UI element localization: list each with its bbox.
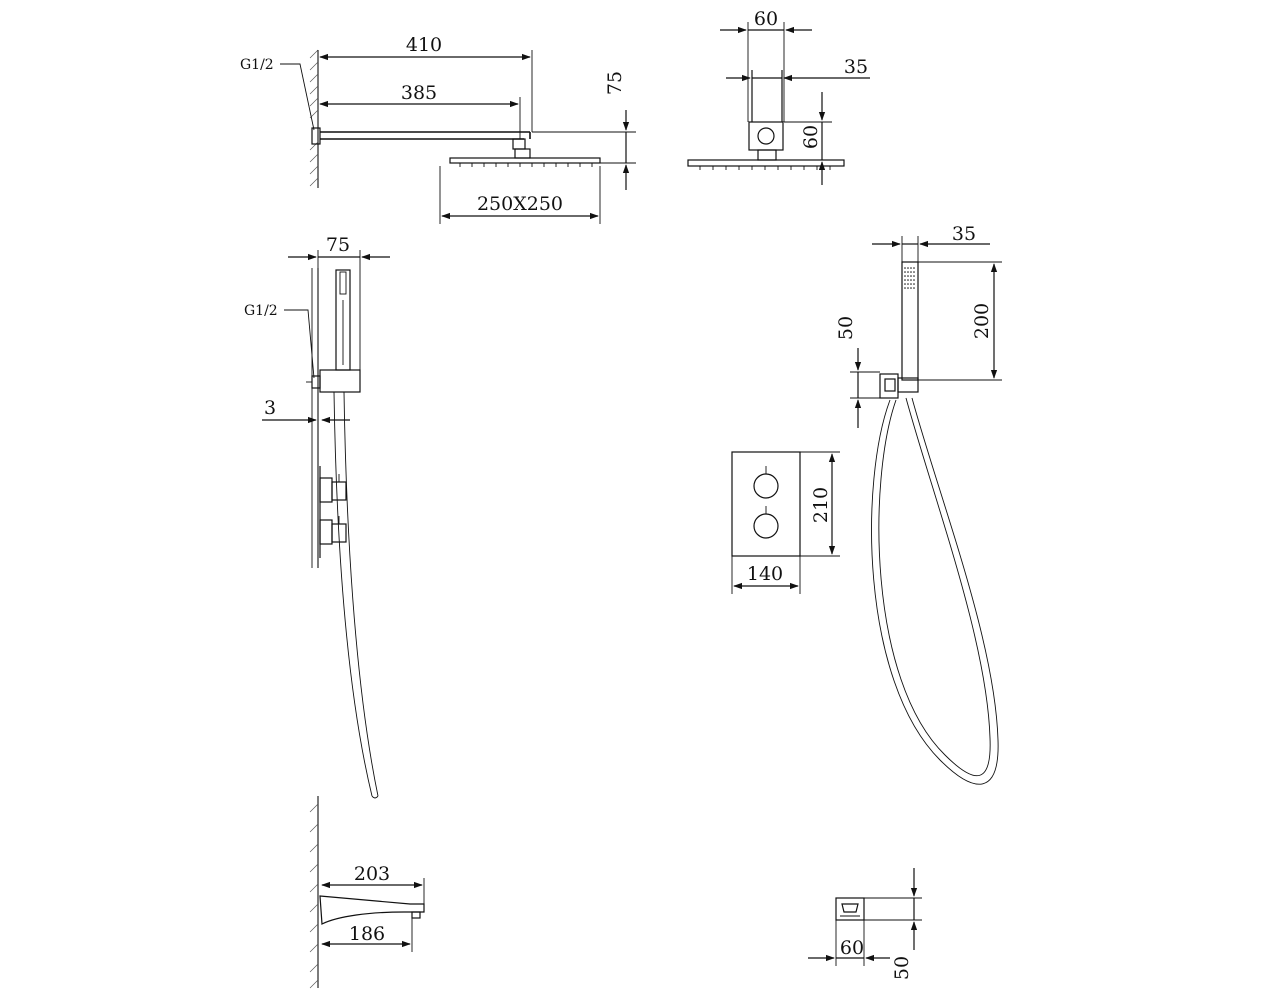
dimension-plate-height: 210 — [810, 487, 832, 523]
dimension-front-height: 60 — [800, 125, 822, 149]
dimension-holder: 50 — [835, 316, 857, 340]
dimension-handshower-length: 200 — [971, 303, 993, 339]
dimension-arm-total: 410 — [406, 34, 442, 56]
dimension-spout-total: 203 — [354, 863, 390, 885]
thread-label: G1/2 — [240, 57, 274, 73]
spout-front-view: 60 50 — [808, 868, 922, 980]
dimension-handshower-width: 35 — [952, 223, 976, 245]
dimension-offset: 3 — [264, 397, 276, 419]
dimension-head-size: 250X250 — [477, 193, 563, 215]
dimension-inner-width: 35 — [844, 56, 868, 78]
handshower-front-view: 35 200 50 — [835, 223, 1002, 785]
overhead-shower-side-view: G1/2 410 385 75 250X250 — [240, 34, 636, 224]
handshower-side-view: 75 G1/2 3 — [244, 234, 390, 799]
dimension-top-width: 60 — [754, 8, 778, 30]
overhead-shower-front-view: 60 35 60 — [687, 8, 870, 185]
dimension-spout-inner: 186 — [349, 923, 385, 945]
spout-side-view: 203 186 — [309, 796, 425, 989]
dimension-spout-height: 50 — [891, 956, 913, 980]
dimension-plate-width: 140 — [747, 563, 783, 585]
dimension-drop: 75 — [604, 71, 626, 95]
dimension-depth: 75 — [326, 234, 350, 256]
dimension-arm-inner: 385 — [401, 82, 437, 104]
dimension-spout-width: 60 — [840, 937, 864, 959]
valve-plate-front-view: 210 140 — [731, 451, 840, 594]
thread-label-handshower: G1/2 — [244, 303, 278, 319]
